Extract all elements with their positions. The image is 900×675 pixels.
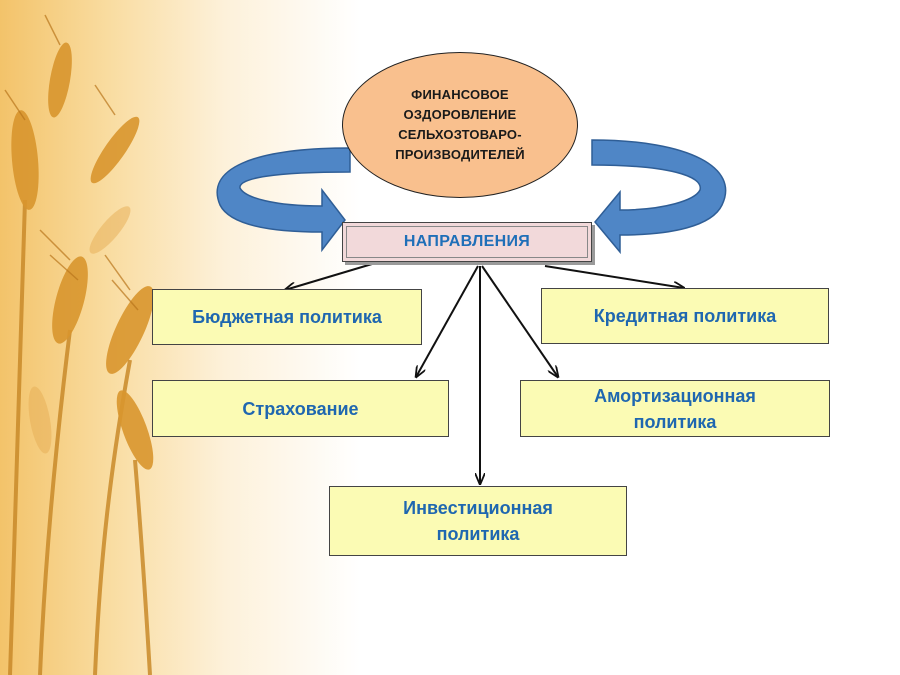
arrow-to-amortization — [481, 265, 558, 377]
directions-label: НАПРАВЛЕНИЯ — [403, 233, 531, 250]
investment-policy-box: Инвестиционная политика — [329, 486, 627, 556]
directions-inner-border — [346, 226, 588, 258]
center-ellipse: ФИНАНСОВОЕ ОЗДОРОВЛЕНИЕ СЕЛЬХОЗТОВАРО- П… — [342, 52, 578, 198]
investment-policy-label: Инвестиционная политика — [403, 498, 553, 544]
arrow-to-budget — [285, 263, 373, 290]
credit-policy-label: Кредитная политика — [593, 306, 777, 326]
center-title: ФИНАНСОВОЕ ОЗДОРОВЛЕНИЕ СЕЛЬХОЗТОВАРО- П… — [395, 87, 525, 162]
arrow-to-insurance — [416, 265, 479, 377]
arrow-to-credit — [544, 265, 684, 288]
credit-policy-box: Кредитная политика — [541, 288, 829, 344]
budget-policy-label: Бюджетная политика — [192, 307, 382, 327]
right-curved-arrow — [591, 139, 727, 255]
directions-box: НАПРАВЛЕНИЯ — [342, 222, 592, 262]
amortization-policy-label: Амортизационная политика — [594, 385, 756, 432]
amortization-policy-box: Амортизационная политика — [520, 380, 830, 437]
budget-policy-box: Бюджетная политика — [152, 289, 422, 345]
insurance-box: Страхование — [152, 380, 449, 437]
left-curved-arrow — [216, 147, 351, 253]
insurance-label: Страхование — [242, 398, 359, 419]
